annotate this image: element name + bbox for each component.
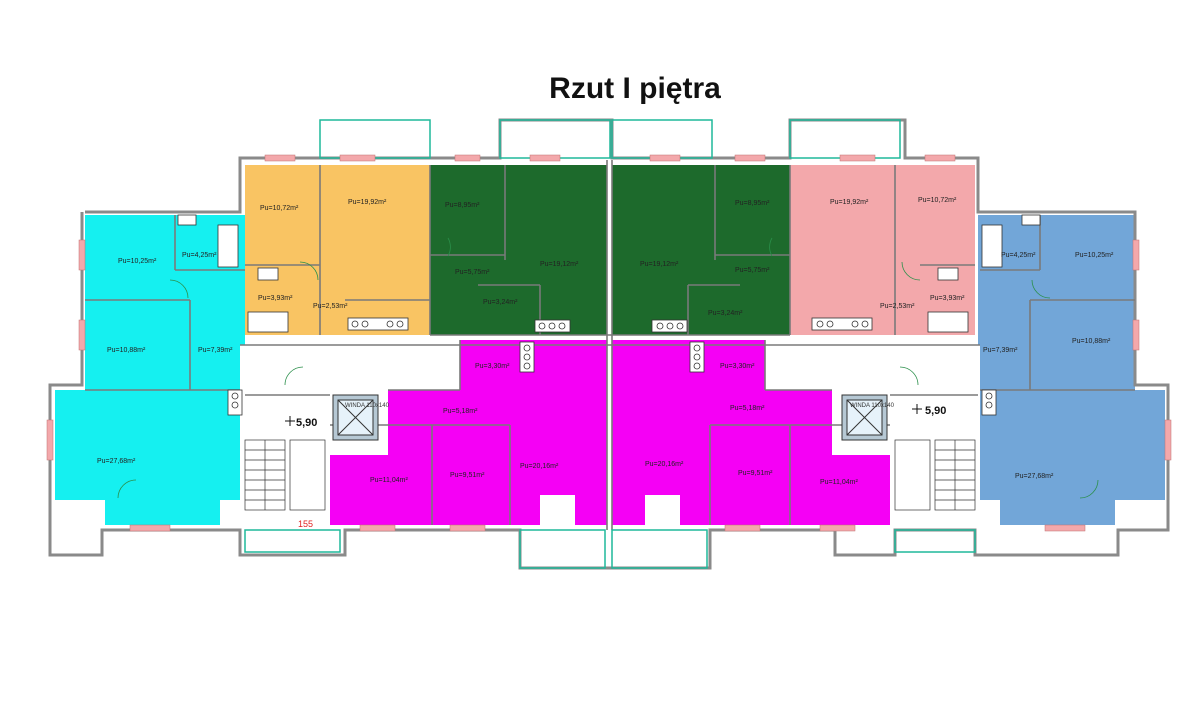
area-label-p3: Pu=2,53m² xyxy=(880,303,915,310)
area-label-c4: Pu=7,39m² xyxy=(198,347,233,354)
area-label-m1: Pu=3,30m² xyxy=(475,363,510,370)
area-label-c1: Pu=10,25m² xyxy=(118,258,157,265)
area-label-p4: Pu=3,93m² xyxy=(930,295,965,302)
area-label-m6: Pu=20,16m² xyxy=(645,461,684,468)
door-swings xyxy=(117,237,1099,499)
level-marker-right-symbol xyxy=(912,404,922,414)
area-label-c3: Pu=10,88m² xyxy=(107,347,146,354)
fixtures xyxy=(177,214,1041,416)
level-marker-right: 5,90 xyxy=(925,405,946,417)
level-marker-left: 5,90 xyxy=(296,417,317,429)
apartment-blue-right xyxy=(978,215,1165,525)
apartment-green-right xyxy=(612,165,790,335)
stove-burners xyxy=(231,320,993,409)
area-label-o4: Pu=2,53m² xyxy=(313,303,348,310)
area-label-g1: Pu=8,95m² xyxy=(445,202,480,209)
lift-right-label: WINDA 110x140 xyxy=(850,403,895,409)
area-label-m10: Pu=11,04m² xyxy=(820,479,858,486)
area-label-b1: Pu=4,25m² xyxy=(1001,252,1036,259)
inner-walls xyxy=(85,160,1135,530)
area-label-g2: Pu=5,75m² xyxy=(455,269,490,276)
level-marker-left-symbol xyxy=(285,416,295,426)
staircase-right xyxy=(894,439,976,511)
area-label-m4: Pu=9,51m² xyxy=(450,472,485,479)
staircase-left xyxy=(244,439,326,511)
area-label-b4: Pu=10,88m² xyxy=(1072,338,1111,345)
area-label-g5: Pu=19,12m² xyxy=(640,261,679,268)
stair-marker: 155 xyxy=(298,519,313,529)
apartment-magenta-right xyxy=(612,340,890,525)
lift-right xyxy=(841,394,888,441)
area-label-o1: Pu=10,72m² xyxy=(260,205,299,212)
plan-title: Rzut I piętra xyxy=(549,72,721,105)
apartment-orange-left xyxy=(245,165,430,335)
area-label-o2: Pu=19,92m² xyxy=(348,199,387,206)
apartment-green-left xyxy=(430,165,607,335)
apartment-cyan-left xyxy=(55,215,245,525)
area-label-p1: Pu=19,92m² xyxy=(830,199,869,206)
area-label-m8: Pu=5,18m² xyxy=(730,405,765,412)
area-label-p2: Pu=10,72m² xyxy=(918,197,957,204)
area-label-b2: Pu=10,25m² xyxy=(1075,252,1114,259)
area-label-g4: Pu=3,24m² xyxy=(483,299,518,306)
lift-left xyxy=(332,394,379,441)
area-label-m3: Pu=11,04m² xyxy=(370,477,408,484)
apartment-pink-right xyxy=(790,165,975,335)
area-label-m5: Pu=20,16m² xyxy=(520,463,559,470)
lift-left-label: WINDA 110x140 xyxy=(345,403,390,409)
area-label-g3: Pu=19,12m² xyxy=(540,261,579,268)
apartment-magenta-left xyxy=(330,340,607,525)
area-label-c2: Pu=4,25m² xyxy=(182,252,217,259)
area-label-m2: Pu=5,18m² xyxy=(443,408,478,415)
area-label-o3: Pu=3,93m² xyxy=(258,295,293,302)
area-label-b3: Pu=7,39m² xyxy=(983,347,1018,354)
area-label-m9: Pu=9,51m² xyxy=(738,470,773,477)
area-label-g8: Pu=3,24m² xyxy=(708,310,743,317)
area-label-m7: Pu=3,30m² xyxy=(720,363,755,370)
area-label-b5: Pu=27,68m² xyxy=(1015,473,1054,480)
window-marks xyxy=(46,154,1172,532)
area-label-g7: Pu=5,75m² xyxy=(735,267,770,274)
area-label-g6: Pu=8,95m² xyxy=(735,200,770,207)
area-label-c5: Pu=27,68m² xyxy=(97,458,136,465)
